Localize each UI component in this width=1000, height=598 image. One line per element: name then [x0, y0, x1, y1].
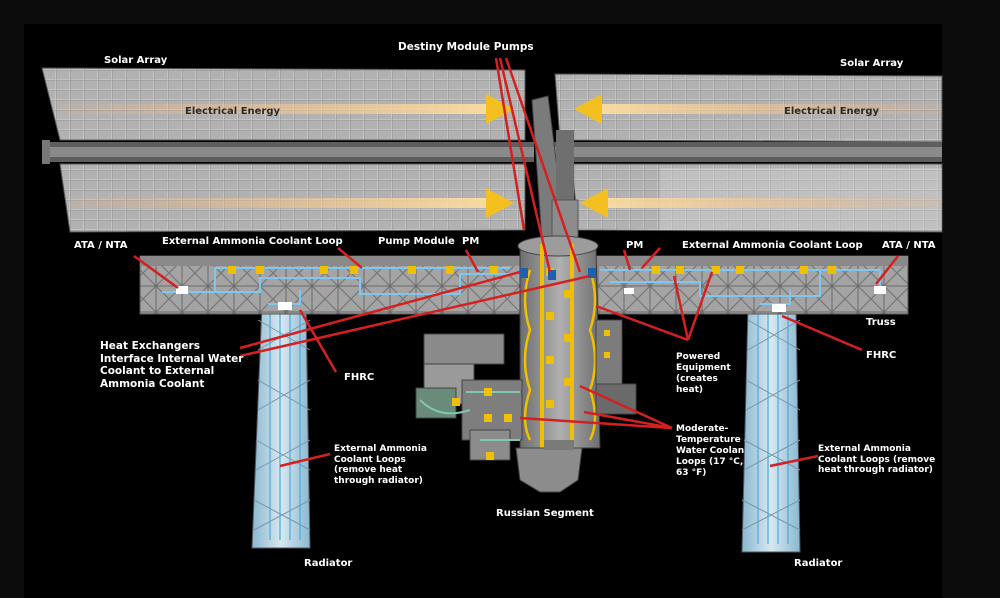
label-electrical-energy-left: Electrical Energy: [185, 106, 281, 117]
label-external-ammonia-loops-left: External Ammonia Coolant Loops (remove h…: [334, 444, 427, 486]
label-external-ammonia-coolant-loop-left: External Ammonia Coolant Loop: [162, 236, 343, 247]
label-destiny-module-pumps: Destiny Module Pumps: [398, 41, 534, 53]
label-pump-module: Pump Module: [378, 236, 455, 247]
label-russian-segment: Russian Segment: [496, 508, 594, 519]
energy-arrows: [60, 94, 942, 218]
label-solar-array-right: Solar Array: [840, 58, 904, 69]
label-radiator-right: Radiator: [794, 558, 843, 569]
russian-segment: [415, 333, 583, 493]
callout-lines: [133, 57, 899, 468]
radiator-left: [251, 303, 311, 549]
label-powered-equipment: Powered Equipment (creates heat): [676, 352, 731, 395]
label-solar-array-left: Solar Array: [104, 55, 168, 66]
label-radiator-left: Radiator: [304, 558, 353, 569]
label-ata-nta-right: ATA / NTA: [882, 240, 936, 251]
label-fhrc-right: FHRC: [866, 350, 897, 361]
label-heat-exchangers: Heat Exchangers Interface Internal Water…: [100, 340, 244, 390]
radiator-right: [741, 305, 801, 553]
label-pm-left: PM: [462, 236, 480, 247]
label-electrical-energy-right: Electrical Energy: [784, 106, 880, 117]
label-external-ammonia-loops-right: External Ammonia Coolant Loops (remove h…: [818, 444, 936, 475]
label-truss: Truss: [866, 317, 896, 328]
label-ata-nta-left: ATA / NTA: [74, 240, 128, 251]
truss-structure: [139, 255, 909, 315]
label-fhrc-left: FHRC: [344, 372, 375, 383]
label-pm-right: PM: [626, 240, 644, 251]
label-moderate-temperature-loops: Moderate-Temperature Water Coolan Loops …: [676, 424, 745, 478]
label-external-ammonia-coolant-loop-right: External Ammonia Coolant Loop: [682, 240, 863, 251]
